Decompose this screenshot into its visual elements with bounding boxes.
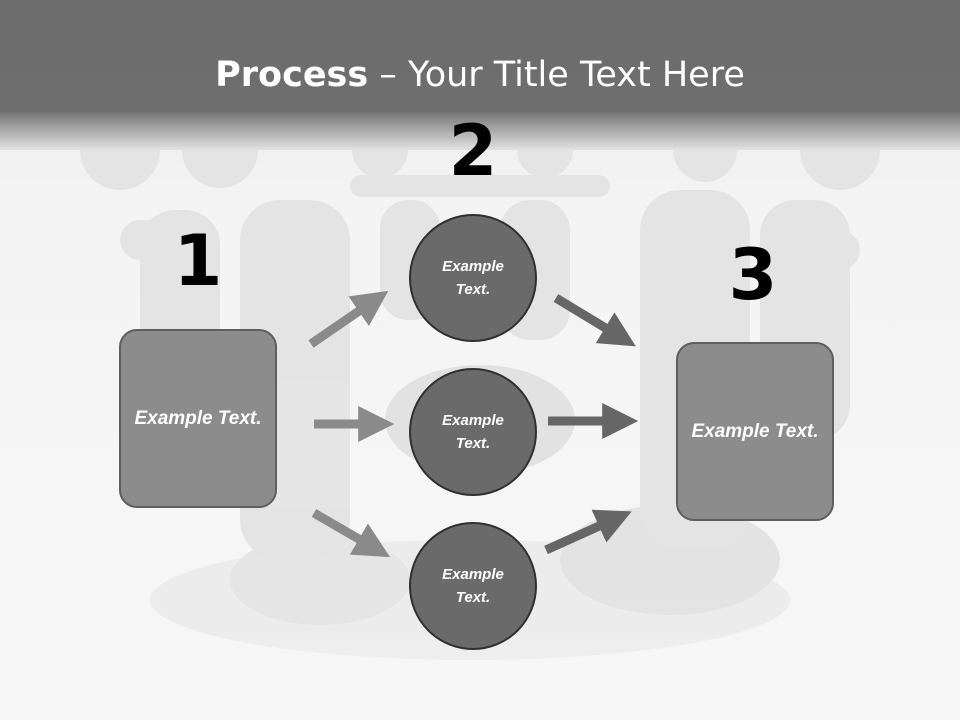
step-number-3: 3 [728, 234, 778, 316]
title-bold: Process [215, 55, 369, 95]
circle-middle-text: Example Text. [442, 412, 504, 452]
arrow-bottom-to-right [544, 509, 632, 555]
left-box-text: Example Text. [134, 408, 262, 429]
arrow-top-to-right [553, 294, 636, 347]
left-text-box[interactable]: Example Text. [119, 329, 277, 508]
right-text-box[interactable]: Example Text. [676, 342, 834, 521]
slide-title: Process – Your Title Text Here [0, 55, 960, 95]
step-number-2: 2 [448, 110, 498, 192]
title-rest: – Your Title Text Here [368, 55, 745, 95]
circle-top-text: Example Text. [442, 258, 504, 298]
circle-bottom-text: Example Text. [442, 566, 504, 606]
arrow-left-to-top [308, 290, 389, 348]
title-band [0, 0, 960, 150]
circle-middle[interactable]: Example Text. [409, 368, 537, 496]
circle-top[interactable]: Example Text. [409, 214, 537, 342]
step-number-1: 1 [173, 220, 223, 302]
arrow-left-to-bottom [311, 509, 391, 558]
circle-bottom[interactable]: Example Text. [409, 522, 537, 650]
right-box-text: Example Text. [691, 421, 819, 442]
